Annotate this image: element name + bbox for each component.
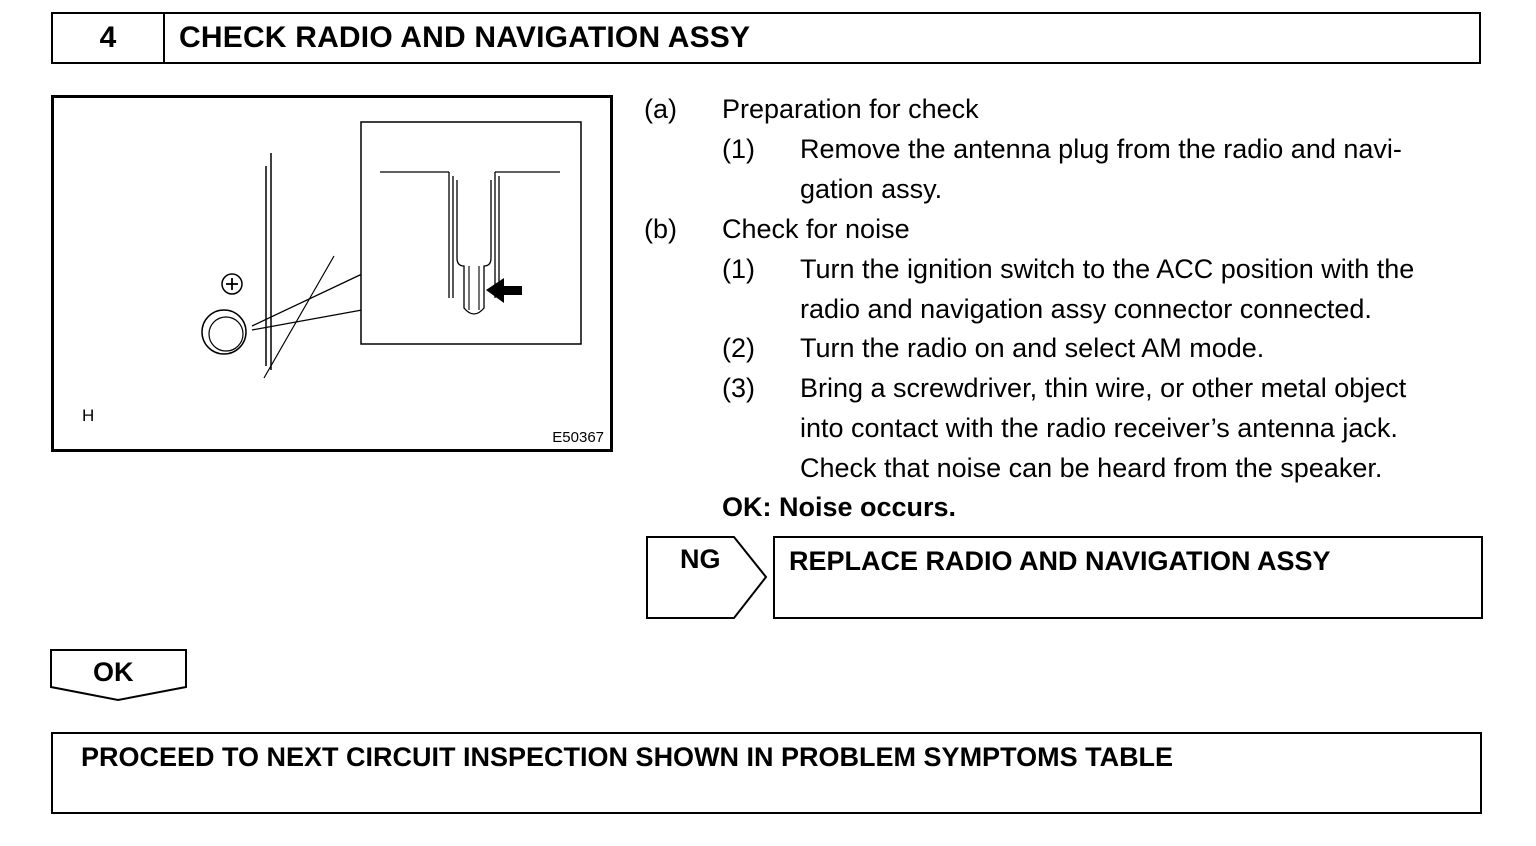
ok-action-box: PROCEED TO NEXT CIRCUIT INSPECTION SHOWN… xyxy=(51,732,1482,814)
step-number: 4 xyxy=(53,14,165,62)
ok-arrow-tag xyxy=(50,649,187,702)
step-b3-line1: Bring a screwdriver, thin wire, or other… xyxy=(800,373,1407,403)
step-b1-line1: Turn the ignition switch to the ACC posi… xyxy=(800,254,1415,284)
ok-action-text: PROCEED TO NEXT CIRCUIT INSPECTION SHOWN… xyxy=(81,742,1174,772)
ok-criteria: OK: Noise occurs. xyxy=(722,492,957,522)
step-b3-marker: (3) xyxy=(722,373,755,403)
ng-arrow-tag xyxy=(646,536,768,619)
step-b3-line3: Check that noise can be heard from the s… xyxy=(800,453,1383,483)
figure-letter: H xyxy=(82,406,95,425)
step-a1-line1: Remove the antenna plug from the radio a… xyxy=(800,134,1402,164)
ng-label: NG xyxy=(680,544,721,574)
illustration: H E50367 xyxy=(51,95,613,452)
step-b3-line2: into contact with the radio receiver’s a… xyxy=(800,413,1398,443)
step-b2-marker: (2) xyxy=(722,333,755,363)
step-b-marker: (b) xyxy=(644,214,677,244)
illustration-drawing xyxy=(201,121,582,379)
step-header: 4 CHECK RADIO AND NAVIGATION ASSY xyxy=(51,12,1481,64)
plus-circle-icon xyxy=(221,273,243,295)
step-a-text: Preparation for check xyxy=(722,94,979,124)
arrow-left-icon xyxy=(486,278,522,303)
antenna-jack-icon xyxy=(201,309,247,355)
figure-code: E50367 xyxy=(552,429,604,446)
step-b-text: Check for noise xyxy=(722,214,910,244)
step-a1-line2: gation assy. xyxy=(800,174,943,204)
step-b1-line2: radio and navigation assy connector conn… xyxy=(800,294,1372,324)
ng-action-text: REPLACE RADIO AND NAVIGATION ASSY xyxy=(789,546,1331,576)
step-b1-marker: (1) xyxy=(722,254,755,284)
step-a1-marker: (1) xyxy=(722,134,755,164)
ng-action-box: REPLACE RADIO AND NAVIGATION ASSY xyxy=(773,536,1483,619)
ok-label: OK xyxy=(93,657,134,687)
step-title: CHECK RADIO AND NAVIGATION ASSY xyxy=(179,21,751,54)
step-a-marker: (a) xyxy=(644,94,677,124)
step-b2-line1: Turn the radio on and select AM mode. xyxy=(800,333,1265,363)
